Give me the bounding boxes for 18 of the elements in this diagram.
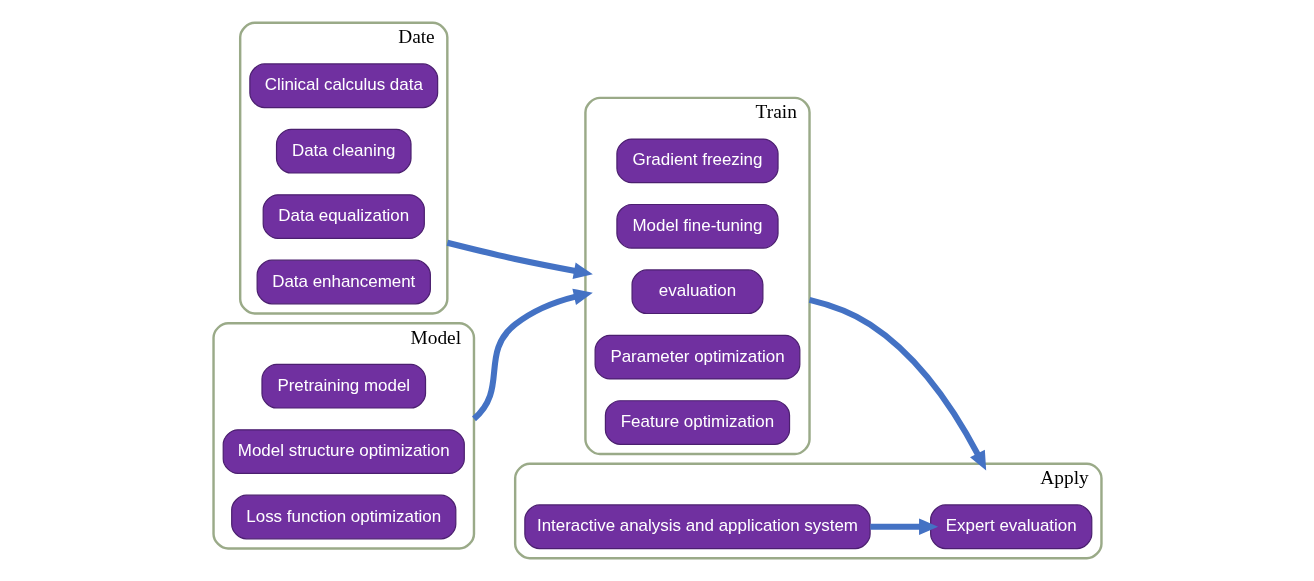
node-box: Parameter optimization: [594, 334, 800, 380]
node-box: Data equalization: [262, 194, 425, 239]
node-box: Pretraining model: [260, 363, 426, 409]
arrow: [471, 288, 593, 422]
node-box: Model fine-tuning: [615, 203, 779, 249]
node-box: Expert evaluation: [929, 504, 1092, 550]
arrow: [869, 518, 938, 536]
arrow: [808, 296, 986, 471]
arrow: [446, 239, 593, 279]
node-box: Model structure optimization: [222, 429, 465, 475]
node-box: Interactive analysis and application system: [523, 504, 871, 550]
node-box: evaluation: [630, 269, 763, 315]
node-box: Data cleaning: [275, 128, 412, 174]
node-box: Data enhancement: [256, 259, 431, 305]
node-box: Gradient freezing: [615, 138, 779, 184]
node-box: Loss function optimization: [230, 494, 456, 540]
node-box: Clinical calculus data: [248, 63, 438, 109]
node-box: Feature optimization: [604, 400, 790, 445]
